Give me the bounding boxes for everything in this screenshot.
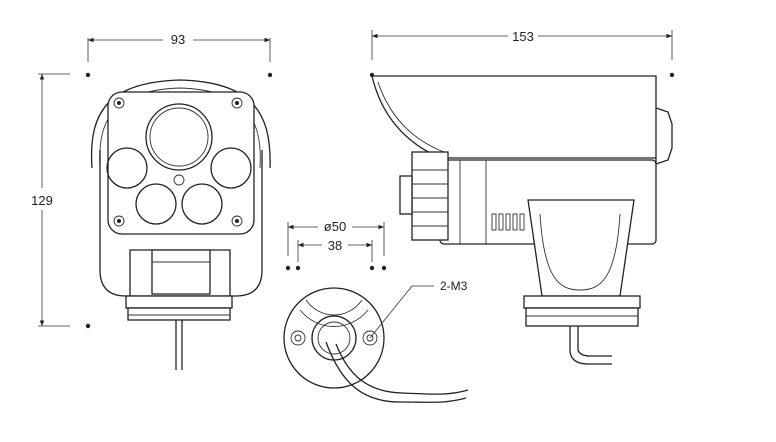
hole-spacing-label: 38 xyxy=(328,238,342,253)
front-width-label: 93 xyxy=(171,32,185,47)
camera-side-view-icon xyxy=(371,75,673,365)
height-label: 129 xyxy=(31,193,53,208)
side-length-label: 153 xyxy=(512,29,534,44)
mount-screws-label: 2-M3 xyxy=(440,279,468,293)
camera-front-view-icon xyxy=(90,79,271,370)
base-diameter-label: ø50 xyxy=(324,219,346,234)
mounting-base-view-icon xyxy=(283,287,469,403)
